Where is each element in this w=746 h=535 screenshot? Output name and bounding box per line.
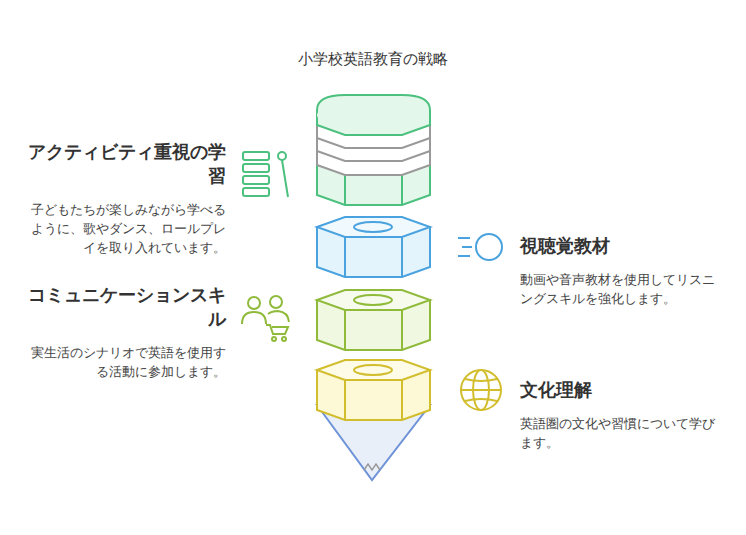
diagram-title: 小学校英語教育の戦略 (0, 50, 746, 69)
strategy-item: 視聴覚教材動画や音声教材を使用してリスニングスキルを強化します。 (520, 234, 725, 308)
item-description: 子どもたちが楽しみながら学べるように、歌やダンス、ロールプレイを取り入れています… (21, 200, 226, 257)
strategy-item: コミュニケーションスキル実生活のシナリオで英語を使用する活動に参加します。 (21, 283, 226, 381)
item-heading: 文化理解 (520, 378, 725, 402)
people-icon (242, 296, 289, 341)
item-heading: 視聴覚教材 (520, 234, 725, 258)
list-icon (243, 152, 288, 197)
eraser-top (317, 95, 430, 205)
yellow-prism (317, 360, 430, 420)
item-heading: コミュニケーションスキル (21, 283, 226, 331)
green-prism (317, 290, 430, 350)
globe-icon (461, 370, 501, 410)
blue-prism (317, 217, 430, 277)
item-description: 実生活のシナリオで英語を使用する活動に参加します。 (21, 343, 226, 381)
item-description: 英語圏の文化や習慣について学びます。 (520, 414, 725, 452)
pencil-lead (364, 464, 380, 470)
item-description: 動画や音声教材を使用してリスニングスキルを強化します。 (520, 270, 725, 308)
audio-icon (458, 234, 502, 260)
item-heading: アクティビティ重視の学習 (21, 140, 226, 188)
strategy-item: 文化理解英語圏の文化や習慣について学びます。 (520, 378, 725, 452)
strategy-item: アクティビティ重視の学習子どもたちが楽しみながら学べるように、歌やダンス、ロール… (21, 140, 226, 257)
